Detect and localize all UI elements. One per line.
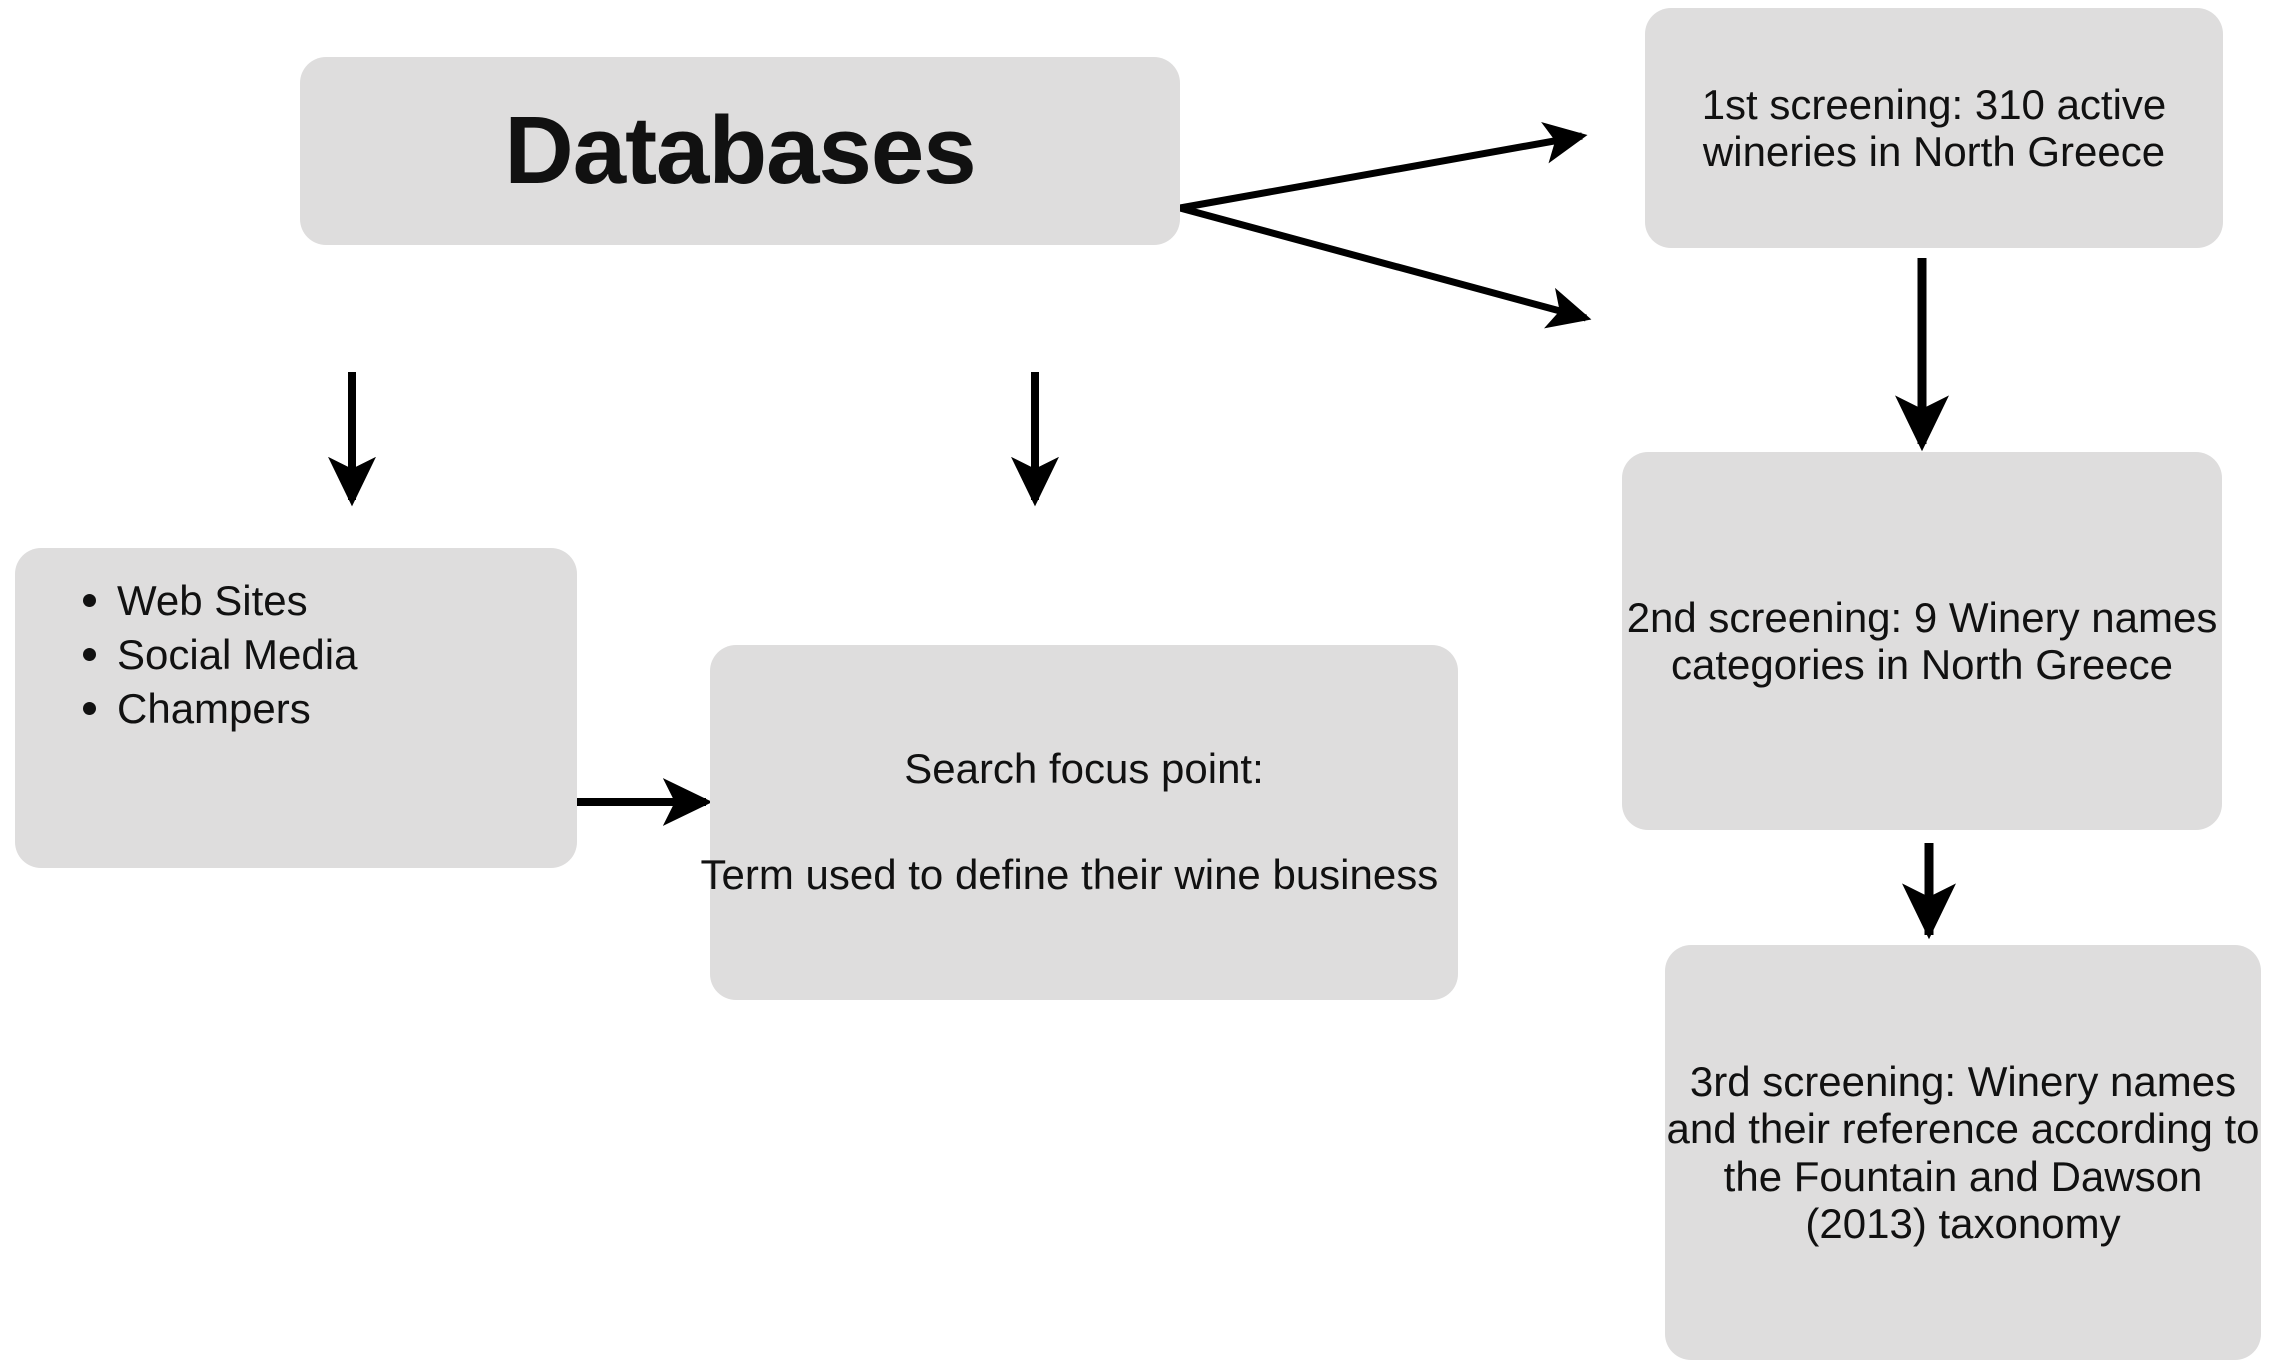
search-focus-heading: Search focus point: [904, 744, 1264, 792]
list-item: Web Sites [83, 574, 357, 628]
search-focus-body: Term used to define their wine business [700, 851, 1439, 899]
node-screening-1-label: 1st screening: 310 active wineries in No… [1701, 80, 2167, 175]
edge-databases-to-screening1 [1179, 121, 1588, 212]
node-data-sources[interactable]: Web Sites Social Media Champers [15, 548, 577, 868]
node-screening-1[interactable]: 1st screening: 310 active wineries in No… [1645, 8, 2223, 248]
node-databases[interactable]: Databases [300, 57, 1180, 245]
data-sources-list: Web Sites Social Media Champers [15, 574, 357, 735]
node-screening-3-label: 3rd screening: Winery names and their re… [1666, 1058, 2260, 1247]
list-item: Champers [83, 682, 357, 736]
node-search-focus[interactable]: Search focus point: Term used to define … [701, 645, 1458, 1000]
node-screening-2[interactable]: 2nd screening: 9 Winery names categories… [1622, 452, 2222, 830]
edge-databases-to-screening-lower [1179, 204, 1592, 329]
node-screening-3[interactable]: 3rd screening: Winery names and their re… [1665, 945, 2261, 1360]
node-screening-2-label: 2nd screening: 9 Winery names categories… [1626, 593, 2218, 688]
node-databases-label: Databases [504, 96, 976, 204]
list-item: Social Media [83, 628, 357, 682]
